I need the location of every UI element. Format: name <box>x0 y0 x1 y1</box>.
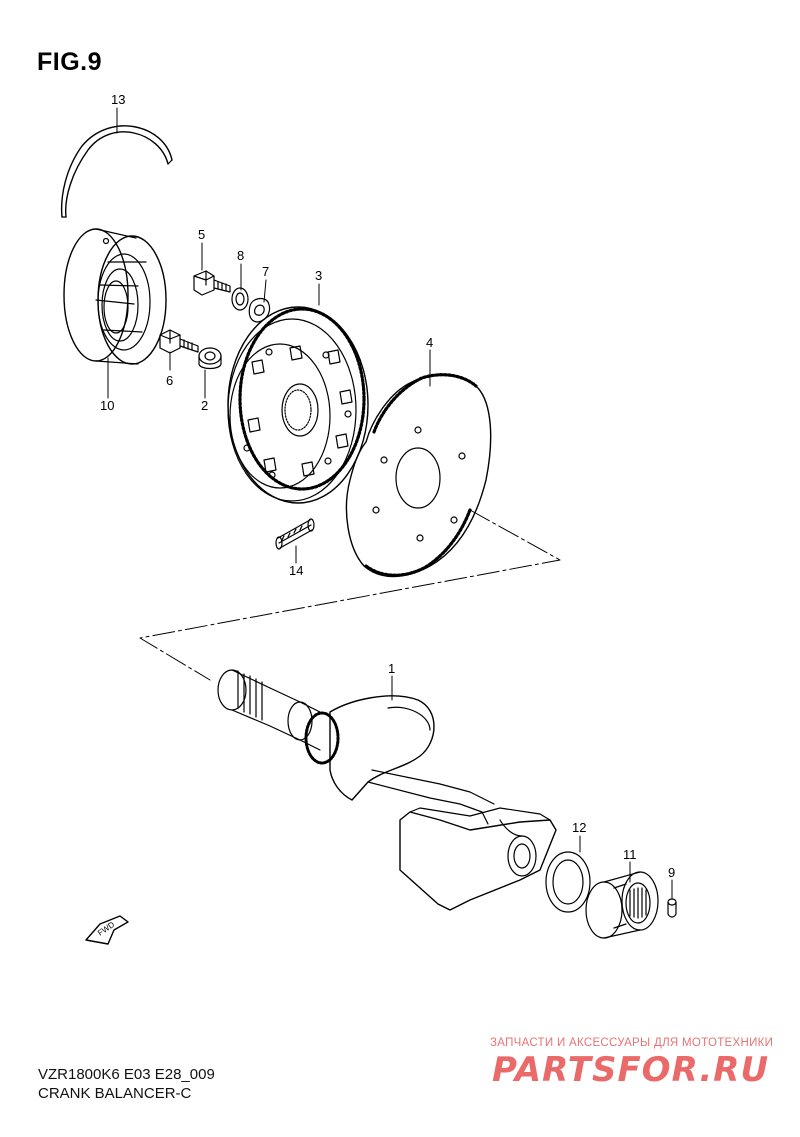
watermark-logo: PARTSFOR.RU <box>492 1050 770 1090</box>
part-8-washer <box>231 287 249 311</box>
part-12-thrust-washer <box>545 851 591 913</box>
part-7-lock-plate <box>248 297 271 323</box>
part-5-bolt <box>193 270 231 296</box>
svg-text:FWD: FWD <box>96 920 116 938</box>
part-9-dowel-pin <box>667 898 677 918</box>
part-1-balancer-shaft <box>217 669 557 911</box>
callout-10: 10 <box>100 398 114 413</box>
callout-8: 8 <box>237 248 244 263</box>
callout-11: 11 <box>623 847 637 862</box>
part-3-driven-gear <box>227 306 369 504</box>
leader-lines <box>107 107 673 899</box>
part-13-circlip <box>60 125 173 218</box>
part-6-bolt <box>159 329 199 354</box>
callout-9: 9 <box>668 865 675 880</box>
assembly-guide-line <box>139 509 561 681</box>
watermark-tagline: ЗАПЧАСТИ И АКСЕССУАРЫ ДЛЯ МОТОТЕХНИКИ <box>490 1037 774 1049</box>
callout-labels: 13 5 8 7 3 4 6 2 10 14 1 12 11 9 <box>100 92 675 880</box>
callout-2: 2 <box>201 398 208 413</box>
callout-3: 3 <box>315 268 322 283</box>
part-14-spring <box>275 518 315 550</box>
diagram-code: VZR1800K6 E03 E28_009 <box>38 1066 215 1083</box>
callout-12: 12 <box>572 820 586 835</box>
callout-7: 7 <box>262 264 269 279</box>
callout-4: 4 <box>426 335 433 350</box>
fwd-arrow-icon: FWD <box>85 915 129 945</box>
callout-6: 6 <box>166 373 173 388</box>
part-2-spacer <box>198 347 222 370</box>
callout-13: 13 <box>111 92 125 107</box>
callout-1: 1 <box>388 661 395 676</box>
figure-label: FIG.9 <box>37 48 103 76</box>
callout-5: 5 <box>198 227 205 242</box>
diagram-name: CRANK BALANCER-C <box>38 1085 192 1102</box>
callout-14: 14 <box>289 563 303 578</box>
part-4-gear-plate <box>345 373 492 578</box>
part-11-needle-bearing <box>585 871 659 939</box>
part-10-bearing <box>63 228 167 365</box>
